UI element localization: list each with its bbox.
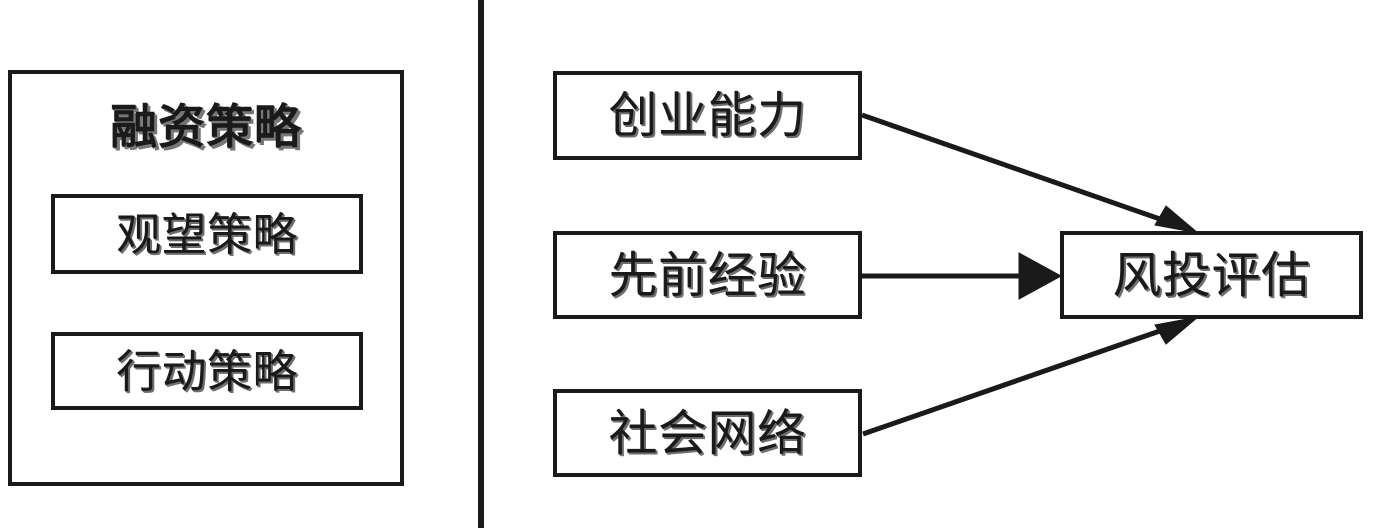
factor-box-prior-experience-label: 先前经验 [608,246,807,304]
strategy-box-action-label: 行动策略 [116,344,298,398]
outcome-box-vc-evaluation[interactable]: 风投评估 [1060,231,1363,319]
factor-box-social-network-label: 社会网络 [608,404,807,462]
strategy-box-action[interactable]: 行动策略 [51,332,363,410]
factor-box-prior-experience[interactable]: 先前经验 [553,231,862,319]
strategy-box-wait-and-see-label: 观望策略 [116,207,298,261]
factor-box-social-network[interactable]: 社会网络 [553,389,862,477]
factor-box-entrepreneurial-ability[interactable]: 创业能力 [553,71,862,160]
arrow-ability-to-evaluation [861,112,1200,234]
outcome-box-vc-evaluation-label: 风投评估 [1112,246,1311,304]
financing-strategy-title: 融资策略 [110,100,302,155]
arrow-network-to-evaluation [862,316,1200,437]
factor-box-entrepreneurial-ability-label: 创业能力 [608,87,807,144]
financing-strategy-group: 融资策略 观望策略 行动策略 [8,70,404,486]
panel-divider [478,0,484,528]
strategy-box-wait-and-see[interactable]: 观望策略 [51,194,363,274]
arrow-experience-to-evaluation [862,252,1063,300]
